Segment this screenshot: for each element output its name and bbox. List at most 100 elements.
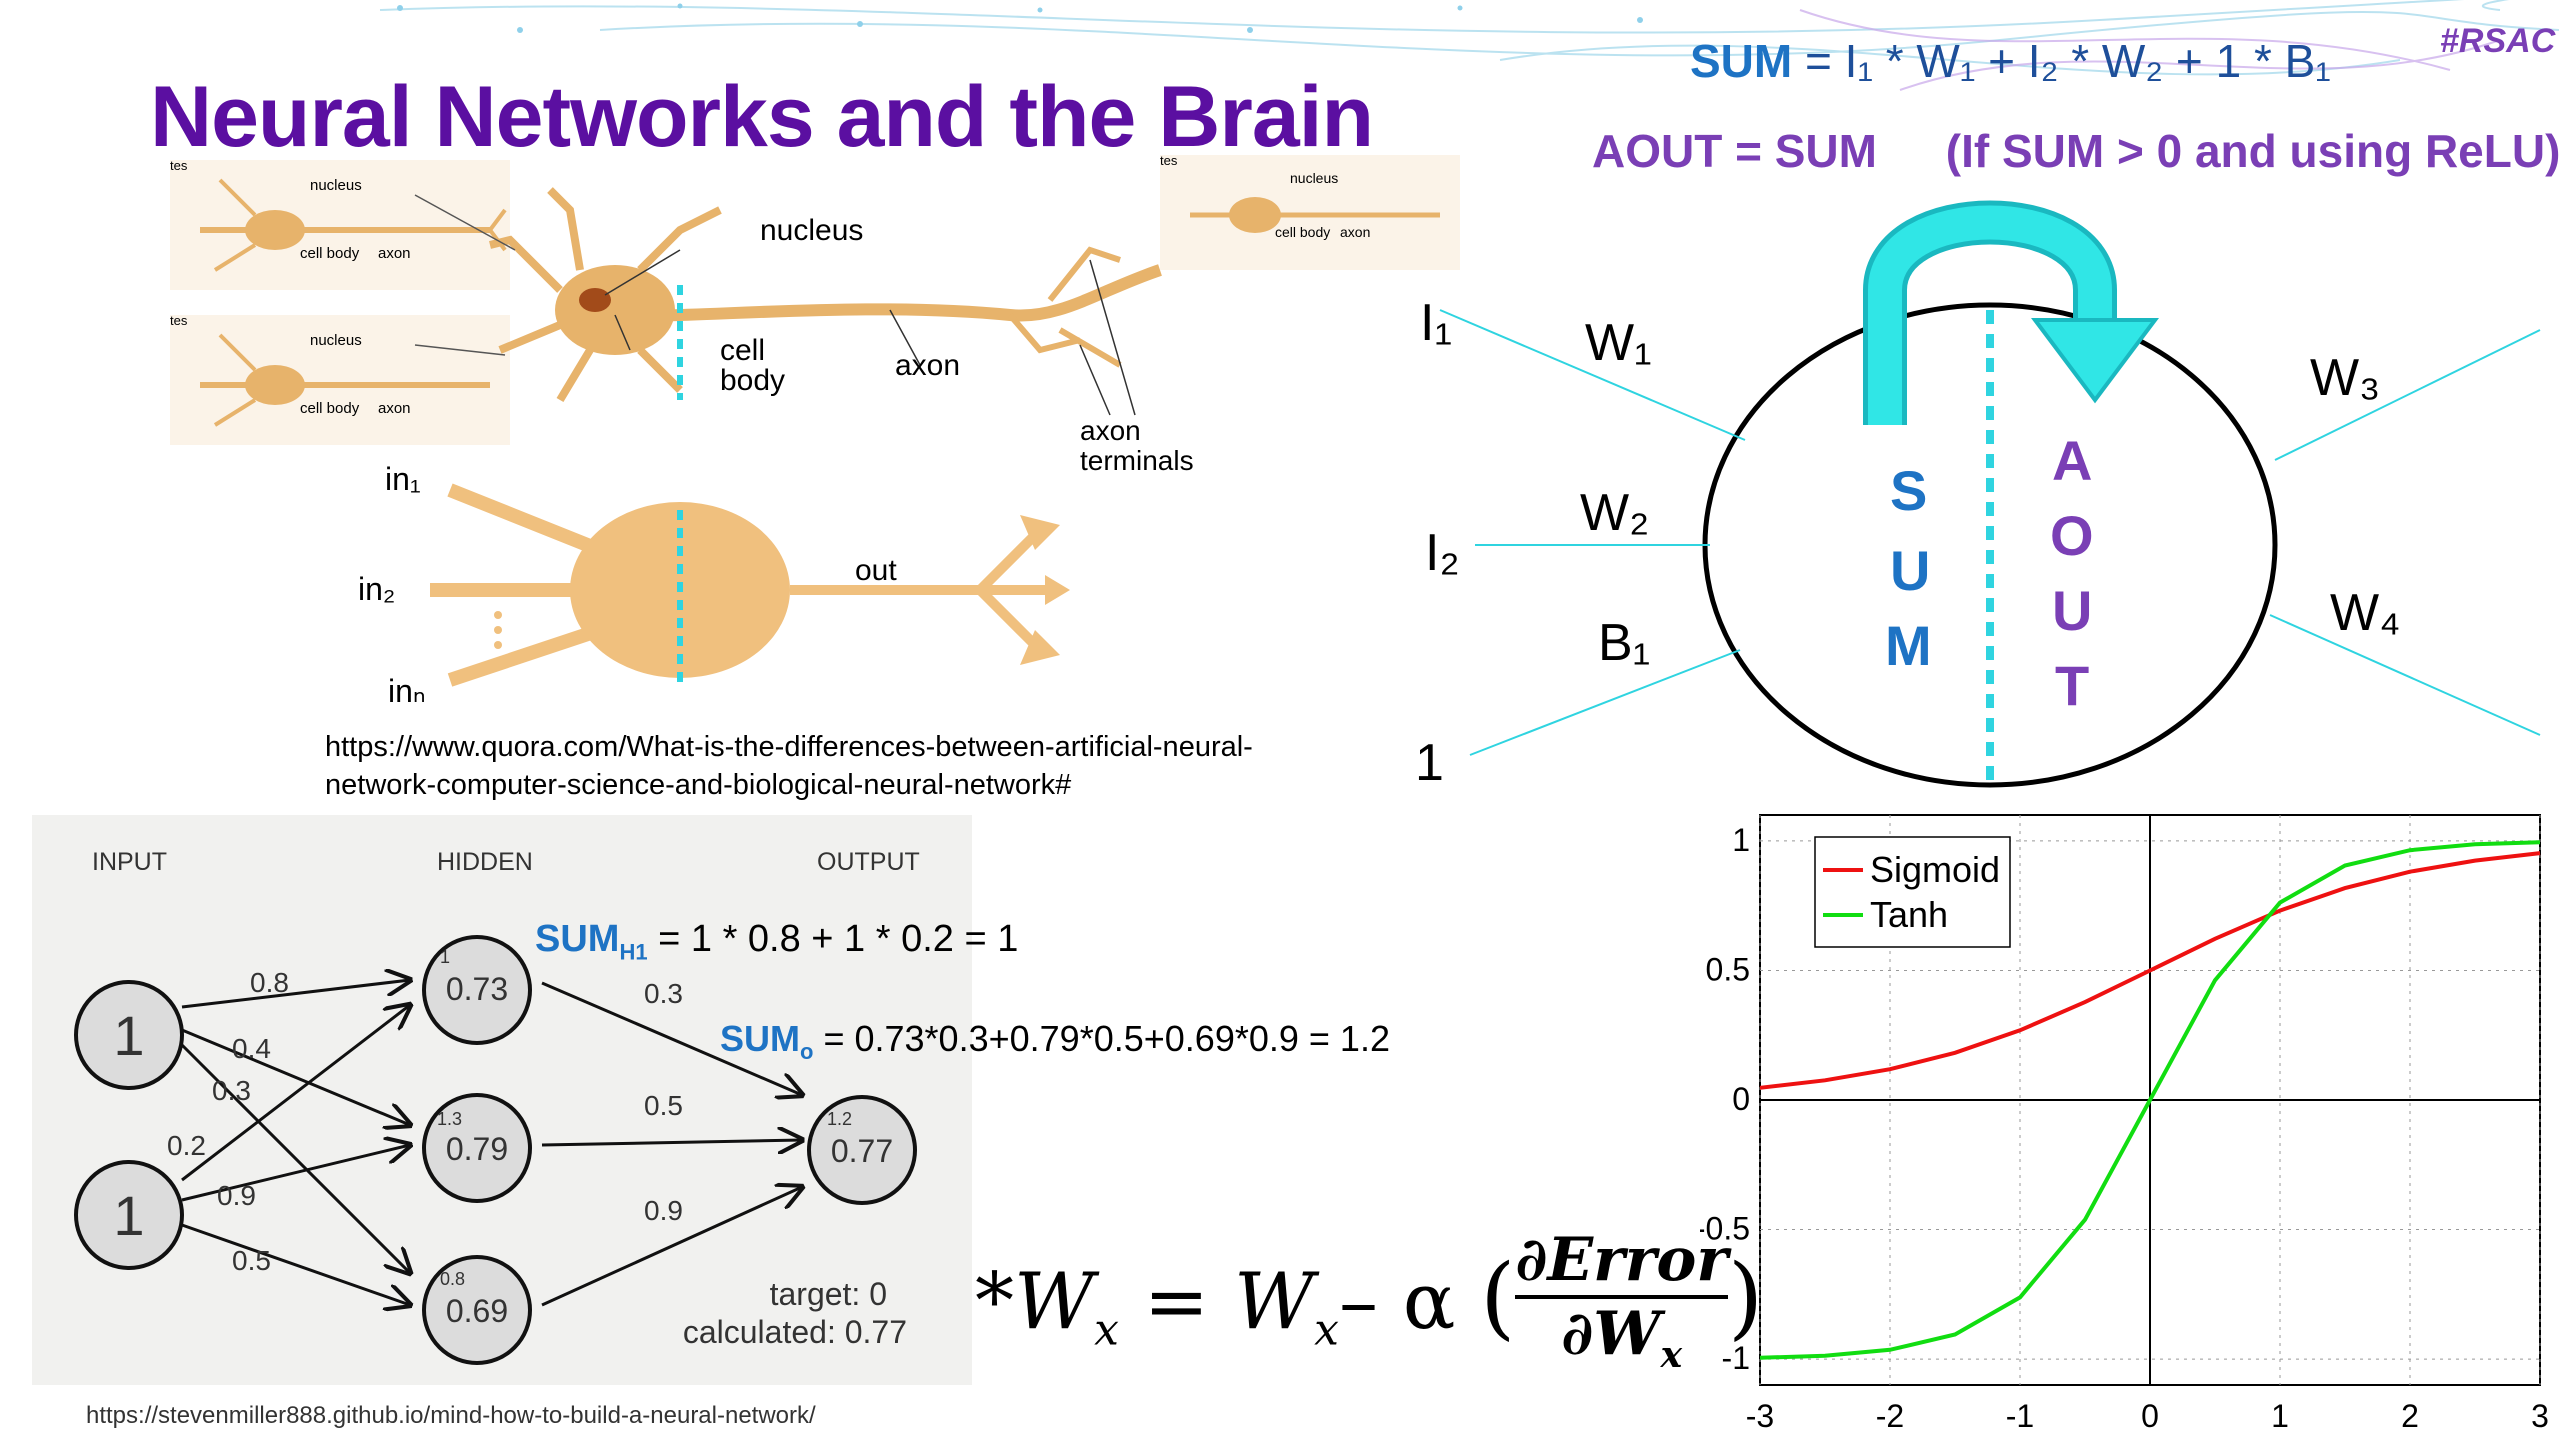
label-body: body [720,364,785,397]
aout-letter-t: T [2055,654,2089,717]
x-tick-label: 1 [2271,1398,2289,1434]
series-line-tanh [1759,840,2541,1360]
thumb-3-nucleus: nucleus [1290,170,1338,186]
thumb-2-nucleus: nucleus [310,332,362,349]
y-tick-label: -0.5 [1700,1211,1750,1247]
node-ellipse [1702,302,2278,788]
grid [1759,815,2541,1385]
sum-h1-equation: SUMH1 = 1 * 0.8 + 1 * 0.2 = 1 [535,918,1018,966]
sum-o-sub: o [800,1039,814,1065]
legend-box [1814,836,2011,948]
network-panel: INPUT HIDDEN OUTPUT 0.8 0.4 0.3 0.2 0.9 … [32,815,972,1385]
artificial-neuron-sketch: in₁ in₂ inₙ out [358,461,1070,709]
y-tick-label: 0.5 [1706,951,1750,987]
sum-h1-expr: = 1 * 0.8 + 1 * 0.2 = 1 [647,918,1019,960]
x-tick-label: -3 [1746,1398,1774,1434]
input-i2: I₂ [1425,524,1460,582]
label-axon: axon [895,349,960,382]
thumb-1-cell-body: cell body [300,245,360,262]
label-in1: in₁ [385,461,421,497]
neuron-thumbnail-2: tes nucleus cell body axon [170,313,510,445]
sum-equation-rhs: = I₁ * W₁ + I₂ * W₂ + 1 * B₁ [1805,35,2331,87]
weight-label: 0.9 [644,1195,683,1226]
input-node: 1 [74,980,184,1090]
input-i1: I₁ [1420,294,1452,352]
thumb-2-tes: tes [170,313,188,328]
thumb-2-cell-body: cell body [300,400,360,417]
x-tick-label: 0 [2141,1398,2159,1434]
weight-b1: B₁ [1598,614,1650,672]
label-out: out [855,554,897,587]
weight-label: 0.8 [250,967,289,998]
source-github[interactable]: https://stevenmiller888.github.io/mind-h… [86,1402,816,1429]
sum-letter-s: S [1890,459,1927,522]
y-tick-label: 0 [1732,1081,1750,1117]
neuron-thumbnail-3: tes nucleus cell body axon [1160,153,1460,270]
aout-equation-text: AOUT = SUM [1592,125,1877,177]
weight-w4: W₄ [2330,584,2400,642]
formula-alpha: – α [1338,1257,1456,1347]
weight-label: 0.3 [212,1075,251,1106]
aout-condition: (If SUM > 0 and using ReLU) [1945,125,2559,177]
sum-o-label: SUM [720,1018,800,1059]
weight-w2: W₂ [1580,484,1649,542]
hidden-node: 0.8 0.69 [422,1255,532,1365]
header-input: INPUT [92,848,167,876]
weight-update-formula: *Wx = Wx– α (∂Error∂Wx) [975,1225,1763,1390]
weight-w3: W₃ [2310,349,2380,407]
hidden-node-sum: 1 [440,947,450,967]
x-tick-label: 2 [2401,1398,2419,1434]
hidden-node-sum: 1.3 [437,1109,462,1129]
series-line-sigmoid [1759,851,2541,1090]
legend-label: Tanh [1870,894,1948,935]
aout-letter-u: U [2052,579,2092,642]
formula-sub: x [1094,1304,1119,1356]
hashtag: #RSAC [2440,22,2556,60]
target-text: target: 0 [770,1276,887,1312]
hidden-node-value: 0.79 [446,1131,508,1167]
thumb-3-cell-body: cell body [1275,224,1330,240]
hidden-node-value: 0.73 [446,971,508,1007]
node-diagram: I₁ I₂ 1 W₁ W₂ B₁ W₃ W₄ S U M A O U T [1415,200,2541,792]
thumb-3-axon: axon [1340,224,1370,240]
thumb-2-axon: axon [378,400,411,417]
y-tick-label: 1 [1732,822,1750,858]
formula-numerator: ∂Error [1515,1225,1728,1299]
label-nucleus: nucleus [760,214,863,247]
sum-equation-label: SUM [1690,35,1793,87]
weight-w1: W₁ [1585,314,1652,372]
source-quora[interactable]: https://www.quora.com/What-is-the-differ… [325,731,1253,801]
weight-label: 0.5 [232,1245,271,1276]
output-node-value: 0.77 [831,1133,893,1169]
neuron-illustration: tes nucleus cell body axon tes nucleus c… [170,153,1460,709]
decorative-swirl [379,0,2559,91]
weight-label: 0.2 [167,1130,206,1161]
network-svg: INPUT HIDDEN OUTPUT 0.8 0.4 0.3 0.2 0.9 … [74,848,920,1365]
aout-letter-a: A [2052,429,2092,492]
label-cell: cell [720,334,765,367]
thumb-1-nucleus: nucleus [310,177,362,194]
sum-h1-label: SUM [535,918,620,960]
aout-letter-o: O [2050,504,2094,567]
x-tick-label: -1 [2006,1398,2034,1434]
weight-label: 0.5 [644,1090,683,1121]
thumb-1-tes: tes [170,158,188,173]
sum-o-expr: = 0.73*0.3+0.79*0.5+0.69*0.9 = 1.2 [813,1018,1390,1059]
output-node: 1.2 0.77 [807,1095,917,1205]
formula-fraction: ∂Error∂Wx [1515,1225,1728,1390]
x-tick-label: 3 [2531,1398,2549,1434]
formula-sub: x [1660,1334,1683,1376]
aout-equation: AOUT = SUM (If SUM > 0 and using ReLU) [1592,124,2559,178]
hidden-node-value: 0.69 [446,1293,508,1329]
large-neuron: nucleus cell body axon axon terminals [414,187,1194,476]
formula-denominator: ∂W [1561,1299,1661,1369]
output-node-sum: 1.2 [827,1109,852,1129]
header-hidden: HIDDEN [437,848,533,876]
x-tick-label: -2 [1876,1398,1904,1434]
input-node: 1 [74,1160,184,1270]
thumb-3-tes: tes [1160,153,1178,168]
label-axon: axon [1080,415,1141,446]
hidden-node: 1 0.73 [422,935,532,1045]
